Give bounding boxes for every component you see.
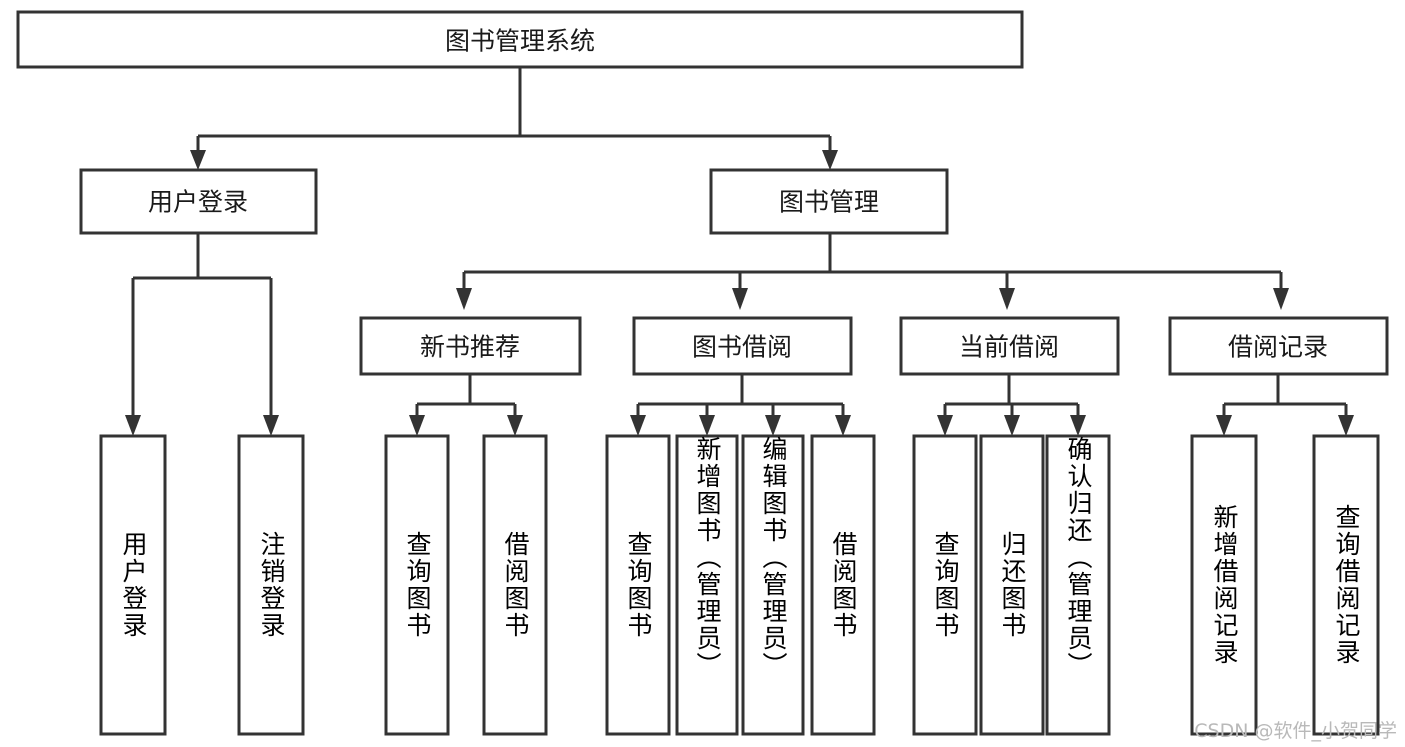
leaf-current-borrow-2-box[interactable] — [1045, 434, 1111, 736]
node-root[interactable]: 图书管理系统 — [16, 10, 1024, 69]
leaf-user-login-0-box[interactable] — [99, 434, 167, 736]
node-root-label: 图书管理系统 — [445, 27, 595, 56]
arrowhead-new-book — [456, 288, 472, 310]
leaf-new-book-1-text-wrap: 借阅图书 — [501, 531, 530, 639]
arrowhead-book-borrow — [732, 288, 748, 310]
arrowhead-leaf-current-borrow-1 — [1004, 415, 1020, 436]
arrowhead-user-login — [190, 150, 206, 170]
leaf-book-borrow-2-box[interactable] — [741, 434, 805, 736]
arrowhead-leaf-book-borrow-1 — [699, 415, 715, 436]
node-book-manage-box[interactable] — [709, 168, 949, 235]
node-book-manage[interactable]: 图书管理 — [709, 168, 949, 235]
leaf-book-borrow-3-text-wrap: 借阅图书 — [829, 531, 858, 639]
arrowhead-leaf-book-borrow-0 — [630, 415, 646, 436]
leaf-borrow-record-0-box[interactable] — [1190, 434, 1258, 736]
node-user-login-label: 用户登录 — [148, 188, 248, 217]
leaf-borrow-record-1-label: 查询借阅记录 — [1332, 504, 1361, 666]
arrowhead-leaf-borrow-record-0 — [1216, 415, 1232, 436]
leaf-book-borrow-0-box[interactable] — [605, 434, 671, 736]
node-user-login-box[interactable] — [79, 168, 318, 235]
node-current-borrow[interactable]: 当前借阅 — [899, 316, 1120, 376]
leaf-current-borrow-0-text-wrap: 查询图书 — [931, 531, 960, 639]
arrowhead-leaf-user-login-0 — [125, 415, 141, 436]
node-new-book-recommend[interactable]: 新书推荐 — [359, 316, 582, 376]
arrowhead-leaf-user-login-1 — [263, 415, 279, 436]
leaf-node[interactable]: 借阅图书 — [810, 434, 876, 736]
arrowhead-leaf-current-borrow-2 — [1070, 415, 1086, 436]
leaf-node[interactable]: 查询图书 — [605, 434, 671, 736]
leaf-book-borrow-1-text-wrap: 新增图书（管理员） — [693, 436, 722, 679]
leaf-new-book-0-box[interactable] — [384, 434, 450, 736]
leaf-current-borrow-1-text-wrap: 归还图书 — [998, 531, 1027, 639]
node-user-login[interactable]: 用户登录 — [79, 168, 318, 235]
leaf-user-login-1-box[interactable] — [237, 434, 305, 736]
leaf-new-book-1-label: 借阅图书 — [501, 531, 530, 639]
arrowhead-current-borrow — [999, 288, 1015, 310]
leaf-current-borrow-2-text-wrap: 确认归还（管理员） — [1064, 436, 1093, 679]
leaf-book-borrow-1-box[interactable] — [675, 434, 739, 736]
arrowhead-leaf-book-borrow-2 — [765, 415, 781, 436]
leaf-node[interactable]: 查询借阅记录 — [1312, 434, 1380, 736]
arrowhead-book-manage — [822, 150, 838, 170]
leaf-node[interactable]: 编辑图书（管理员） — [741, 434, 805, 736]
node-current-borrow-box[interactable] — [899, 316, 1120, 376]
leaf-node[interactable]: 查询图书 — [384, 434, 450, 736]
leaf-node[interactable]: 确认归还（管理员） — [1045, 434, 1111, 736]
leaf-current-borrow-0-box[interactable] — [912, 434, 978, 736]
leaf-node[interactable]: 归还图书 — [979, 434, 1045, 736]
arrowhead-borrow-record — [1273, 288, 1289, 310]
arrowhead-leaf-book-borrow-3 — [835, 415, 851, 436]
node-book-borrow[interactable]: 图书借阅 — [632, 316, 853, 376]
leaf-node[interactable]: 新增图书（管理员） — [675, 434, 739, 736]
node-book-borrow-box[interactable] — [632, 316, 853, 376]
leaf-book-borrow-0-text-wrap: 查询图书 — [624, 531, 653, 639]
leaf-book-borrow-3-box[interactable] — [810, 434, 876, 736]
leaf-current-borrow-2-label: 确认归还（管理员） — [1064, 436, 1093, 679]
leaf-borrow-record-1-box[interactable] — [1312, 434, 1380, 736]
node-current-borrow-label: 当前借阅 — [959, 333, 1059, 362]
leaf-node[interactable]: 用户登录 — [99, 434, 167, 736]
arrowhead-leaf-borrow-record-1 — [1338, 415, 1354, 436]
leaf-user-login-0-label: 用户登录 — [119, 531, 148, 639]
leaf-node[interactable]: 借阅图书 — [482, 434, 548, 736]
leaf-new-book-0-label: 查询图书 — [403, 531, 432, 639]
leaf-user-login-0-text-wrap: 用户登录 — [119, 531, 148, 639]
node-book-borrow-label: 图书借阅 — [692, 333, 792, 362]
leaf-current-borrow-1-label: 归还图书 — [998, 531, 1027, 639]
leaf-book-borrow-1-label: 新增图书（管理员） — [693, 436, 722, 679]
node-root-box[interactable] — [16, 10, 1024, 69]
leaf-borrow-record-0-text-wrap: 新增借阅记录 — [1210, 504, 1239, 666]
leaf-book-borrow-3-label: 借阅图书 — [829, 531, 858, 639]
node-new-book-recommend-label: 新书推荐 — [420, 333, 520, 362]
leaf-current-borrow-1-box[interactable] — [979, 434, 1045, 736]
node-borrow-record-label: 借阅记录 — [1228, 333, 1328, 362]
node-book-manage-label: 图书管理 — [779, 188, 879, 217]
leaf-borrow-record-0-label: 新增借阅记录 — [1210, 504, 1239, 666]
leaf-new-book-0-text-wrap: 查询图书 — [403, 531, 432, 639]
leaf-book-borrow-2-label: 编辑图书（管理员） — [759, 436, 788, 679]
arrowhead-leaf-new-book-1 — [507, 415, 523, 436]
leaf-new-book-1-box[interactable] — [482, 434, 548, 736]
leaf-user-login-1-text-wrap: 注销登录 — [257, 531, 286, 639]
leaf-user-login-1-label: 注销登录 — [257, 531, 286, 639]
arrowhead-leaf-current-borrow-0 — [937, 415, 953, 436]
leaf-book-borrow-2-text-wrap: 编辑图书（管理员） — [759, 436, 788, 679]
node-borrow-record-box[interactable] — [1168, 316, 1389, 376]
leaf-node[interactable]: 新增借阅记录 — [1190, 434, 1258, 736]
leaf-current-borrow-0-label: 查询图书 — [931, 531, 960, 639]
node-borrow-record[interactable]: 借阅记录 — [1168, 316, 1389, 376]
connector-group — [125, 67, 1354, 436]
leaf-node[interactable]: 注销登录 — [237, 434, 305, 736]
node-new-book-recommend-box[interactable] — [359, 316, 582, 376]
leaf-borrow-record-1-text-wrap: 查询借阅记录 — [1332, 504, 1361, 666]
leaf-node[interactable]: 查询图书 — [912, 434, 978, 736]
arrowhead-leaf-new-book-0 — [409, 415, 425, 436]
leaf-book-borrow-0-label: 查询图书 — [624, 531, 653, 639]
